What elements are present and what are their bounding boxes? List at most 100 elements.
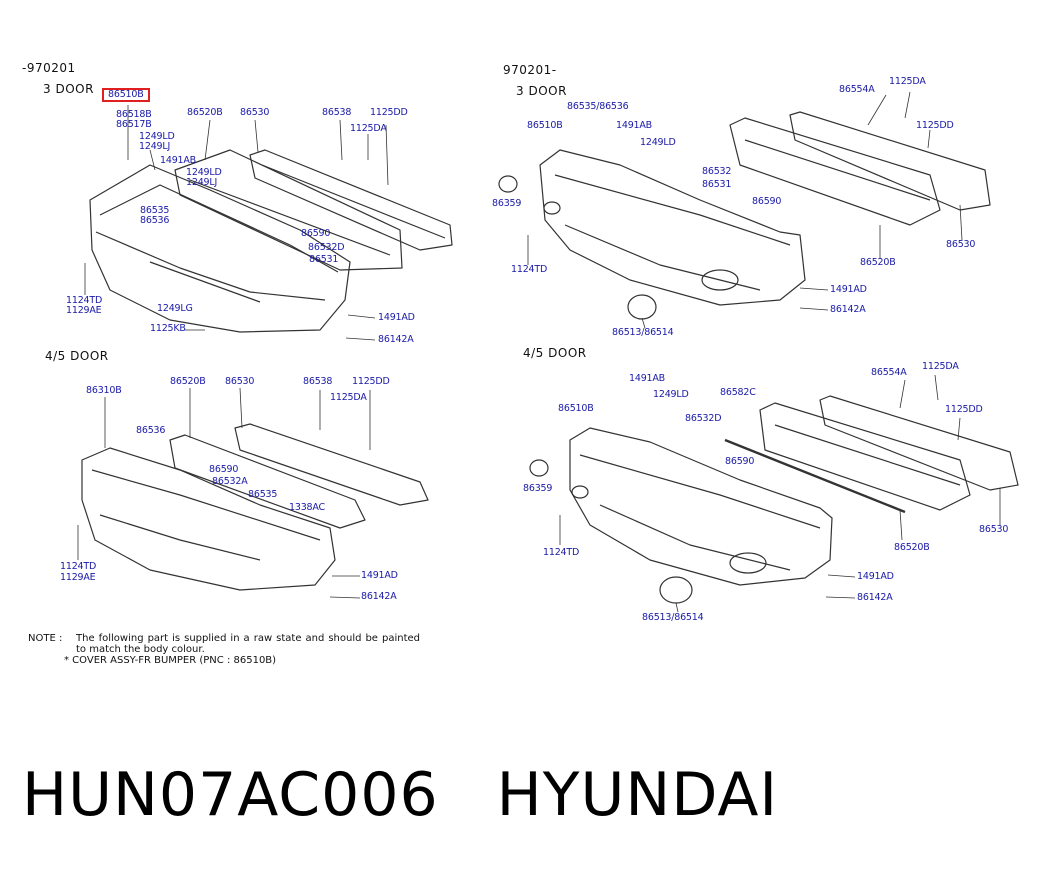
part-label[interactable]: 1125DA xyxy=(889,76,926,87)
part-label[interactable]: 86142A xyxy=(361,591,397,602)
part-label[interactable]: 1249LD xyxy=(640,137,676,148)
door-type-br: 4/5 DOOR xyxy=(523,346,587,360)
part-label[interactable]: 86518B xyxy=(116,109,152,120)
part-label[interactable]: 1249LD xyxy=(186,167,222,178)
bumper-cover-tl xyxy=(90,165,350,332)
part-label[interactable]: 1491AD xyxy=(378,312,415,323)
part-label[interactable]: 1491AD xyxy=(857,571,894,582)
absorber-tr xyxy=(730,118,940,225)
part-label[interactable]: 86590 xyxy=(725,456,755,467)
part-label[interactable]: 86530 xyxy=(979,524,1009,535)
part-label[interactable]: 86590 xyxy=(752,196,782,207)
part-label[interactable]: 86513/86514 xyxy=(642,612,704,623)
part-label[interactable]: 86531 xyxy=(702,179,732,190)
part-label[interactable]: 86582C xyxy=(720,387,756,398)
part-label[interactable]: 1249LD xyxy=(139,131,175,142)
beam-tr xyxy=(790,112,990,210)
part-label[interactable]: 86310B xyxy=(86,385,122,396)
part-label[interactable]: 86532A xyxy=(212,476,248,487)
part-label[interactable]: 1125DA xyxy=(922,361,959,372)
part-label[interactable]: 86142A xyxy=(857,592,893,603)
part-label[interactable]: 86536 xyxy=(140,215,170,226)
date-range-tl: -970201 xyxy=(22,61,76,75)
part-label[interactable]: 1124TD xyxy=(60,561,97,572)
part-label[interactable]: 1491AB xyxy=(160,155,196,166)
part-label[interactable]: 1338AC xyxy=(289,502,325,513)
part-label[interactable]: 86531 xyxy=(309,254,339,265)
part-label[interactable]: 86359 xyxy=(523,483,553,494)
part-label[interactable]: 1125KB xyxy=(150,323,186,334)
part-label[interactable]: 1491AB xyxy=(616,120,652,131)
part-label[interactable]: 86520B xyxy=(894,542,930,553)
absorber-tl xyxy=(175,150,402,270)
beam-br xyxy=(820,396,1018,490)
part-label[interactable]: 86510B xyxy=(527,120,563,131)
part-label[interactable]: 86510B xyxy=(558,403,594,414)
door-type-tr: 3 DOOR xyxy=(516,84,567,98)
part-label-highlighted[interactable]: 86510B xyxy=(102,88,150,102)
part-label[interactable]: 86530 xyxy=(240,107,270,118)
part-label[interactable]: 1249LD xyxy=(653,389,689,400)
part-label[interactable]: 86520B xyxy=(187,107,223,118)
part-label[interactable]: 1249LG xyxy=(157,303,193,314)
part-label[interactable]: 1125DA xyxy=(330,392,367,403)
part-label[interactable]: 1124TD xyxy=(511,264,548,275)
clip-br xyxy=(530,460,548,476)
leaders-tl xyxy=(85,105,388,340)
part-label[interactable]: 86142A xyxy=(830,304,866,315)
absorber-bl xyxy=(170,435,365,528)
part-label[interactable]: 1129AE xyxy=(66,305,102,316)
absorber-br xyxy=(760,403,970,510)
part-label[interactable]: 86532D xyxy=(308,242,345,253)
fog-cap-tr xyxy=(628,295,656,319)
note-label: NOTE : xyxy=(28,633,63,644)
part-label[interactable]: 1125DD xyxy=(352,376,390,387)
part-label[interactable]: 86538 xyxy=(303,376,333,387)
part-label[interactable]: 86530 xyxy=(225,376,255,387)
leaders-br xyxy=(560,375,1000,612)
part-label[interactable]: 86536 xyxy=(136,425,166,436)
part-label[interactable]: 1124TD xyxy=(66,295,103,306)
fog-cap-br xyxy=(660,577,692,603)
date-range-tr: 970201- xyxy=(503,63,557,77)
part-label[interactable]: 86532D xyxy=(685,413,722,424)
bumper-cover-tr xyxy=(540,150,805,305)
bumper-cover-bl xyxy=(82,448,335,590)
leaders-bl xyxy=(78,388,370,598)
part-label[interactable]: 86532 xyxy=(702,166,732,177)
part-label[interactable]: 86590 xyxy=(301,228,331,239)
part-label[interactable]: 1125DD xyxy=(370,107,408,118)
note-text: The following part is supplied in a raw … xyxy=(76,633,420,655)
part-label[interactable]: 1249LJ xyxy=(139,141,171,152)
part-label[interactable]: 1249LJ xyxy=(186,177,218,188)
part-label[interactable]: 86520B xyxy=(170,376,206,387)
part-label[interactable]: 1125DA xyxy=(350,123,387,134)
part-label[interactable]: 1491AD xyxy=(830,284,867,295)
part-label[interactable]: 1125DD xyxy=(945,404,983,415)
clip-tr xyxy=(499,176,517,192)
part-label[interactable]: 1129AE xyxy=(60,572,96,583)
part-label[interactable]: 1124TD xyxy=(543,547,580,558)
part-label[interactable]: 86520B xyxy=(860,257,896,268)
part-label[interactable]: 86359 xyxy=(492,198,522,209)
part-label[interactable]: 86513/86514 xyxy=(612,327,674,338)
beam-bl xyxy=(235,424,428,505)
part-label[interactable]: 86535 xyxy=(140,205,170,216)
door-type-tl: 3 DOOR xyxy=(43,82,94,96)
part-label[interactable]: 1491AB xyxy=(629,373,665,384)
part-label[interactable]: 86530 xyxy=(946,239,976,250)
molding-br xyxy=(725,440,905,512)
part-label[interactable]: 86535/86536 xyxy=(567,101,629,112)
part-label[interactable]: 1491AD xyxy=(361,570,398,581)
part-label[interactable]: 86142A xyxy=(378,334,414,345)
part-label[interactable]: 86554A xyxy=(871,367,907,378)
part-label[interactable]: 86554A xyxy=(839,84,875,95)
part-label[interactable]: 86538 xyxy=(322,107,352,118)
note-item: * COVER ASSY-FR BUMPER (PNC : 86510B) xyxy=(64,655,277,666)
part-label[interactable]: 1125DD xyxy=(916,120,954,131)
part-label[interactable]: 86517B xyxy=(116,119,152,130)
part-label[interactable]: 86535 xyxy=(248,489,278,500)
part-label[interactable]: 86590 xyxy=(209,464,239,475)
